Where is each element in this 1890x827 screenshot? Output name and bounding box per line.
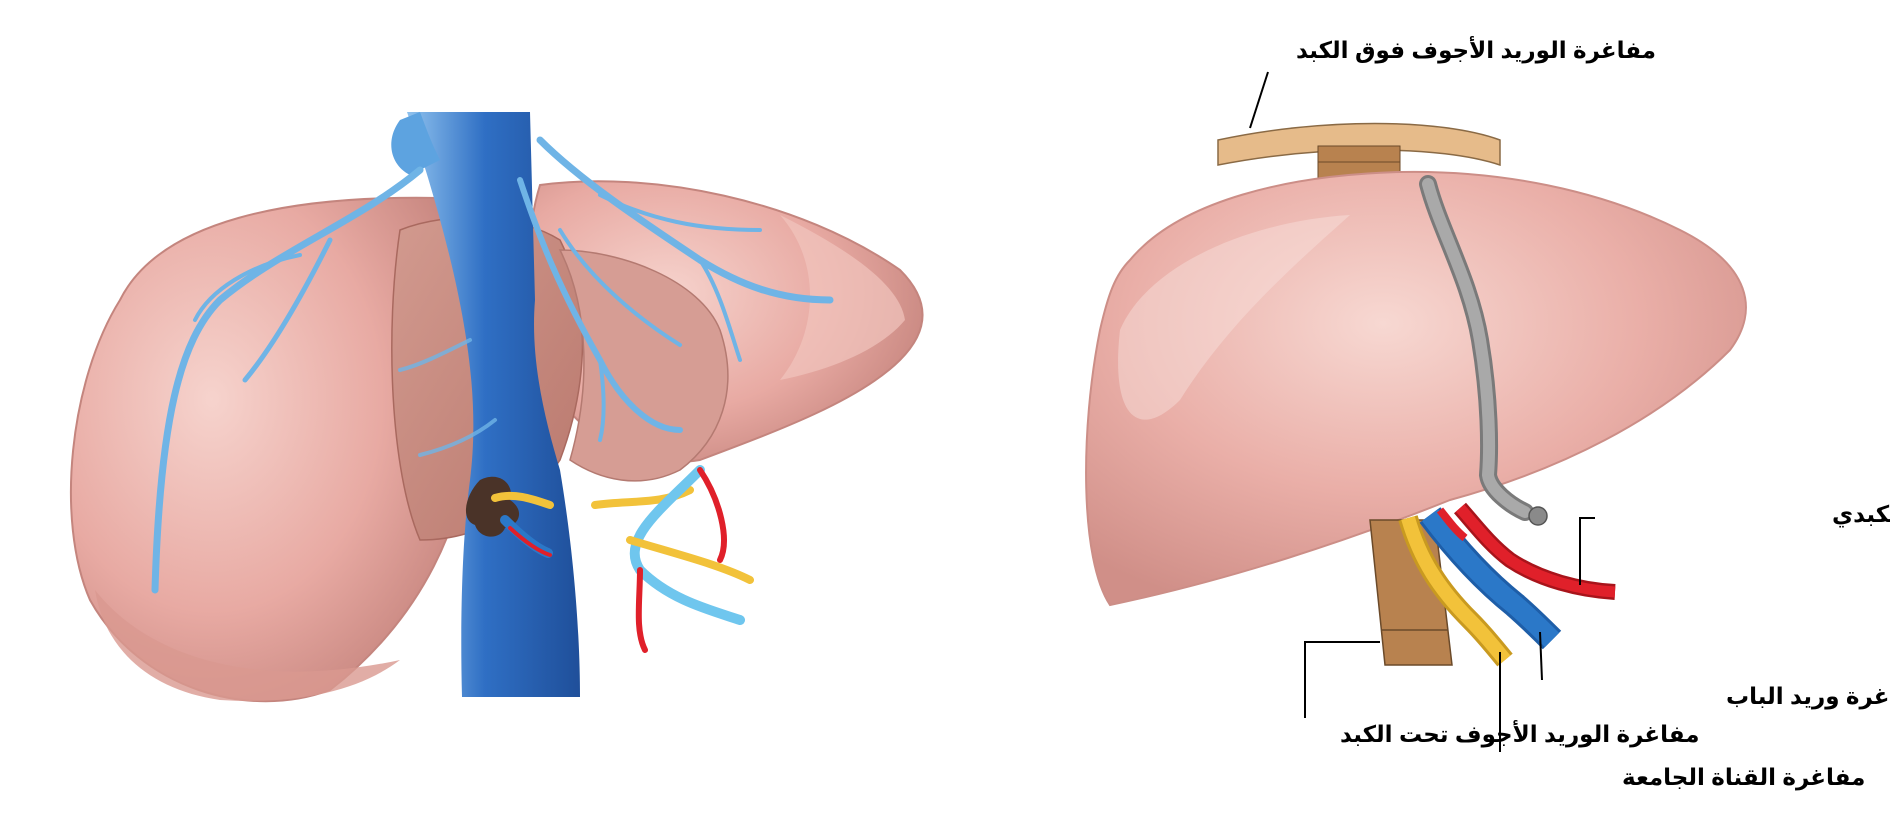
leader-suprahepatic-ivc xyxy=(1249,71,1269,129)
left-hilum-vessels xyxy=(465,465,754,653)
leader-hepatic-artery xyxy=(1579,517,1595,585)
gray-vessel-end xyxy=(1528,506,1548,526)
liver-left-lobe-fold xyxy=(780,215,905,380)
label-hepatic-artery: مفاغرة الشريان الكبدي xyxy=(1832,501,1890,528)
donor-liver xyxy=(1085,170,1747,607)
left-liver-illustration xyxy=(69,112,924,703)
donor-liver-highlight xyxy=(1118,215,1350,420)
right-liver-illustration xyxy=(1085,71,1747,752)
label-infrahepatic-ivc: مفاغرة الوريد الأجوف تحت الكبد xyxy=(1340,719,1700,748)
leader-portal-vein xyxy=(1539,631,1543,681)
label-suprahepatic-ivc: مفاغرة الوريد الأجوف فوق الكبد xyxy=(1296,35,1656,64)
label-bile-duct: مفاغرة القناة الجامعة xyxy=(1622,764,1865,791)
liver-right-lobe xyxy=(69,196,475,703)
leader-infrahepatic-ivc xyxy=(1304,641,1380,718)
vena-cava-top-branch xyxy=(391,112,440,175)
suprahepatic-ivc-cuff xyxy=(1217,122,1501,167)
hepatic-vein-branches xyxy=(151,136,834,594)
liver-right-lobe-lower-edge xyxy=(95,590,400,701)
label-portal-vein: مفاغرة وريد الباب xyxy=(1726,683,1890,710)
